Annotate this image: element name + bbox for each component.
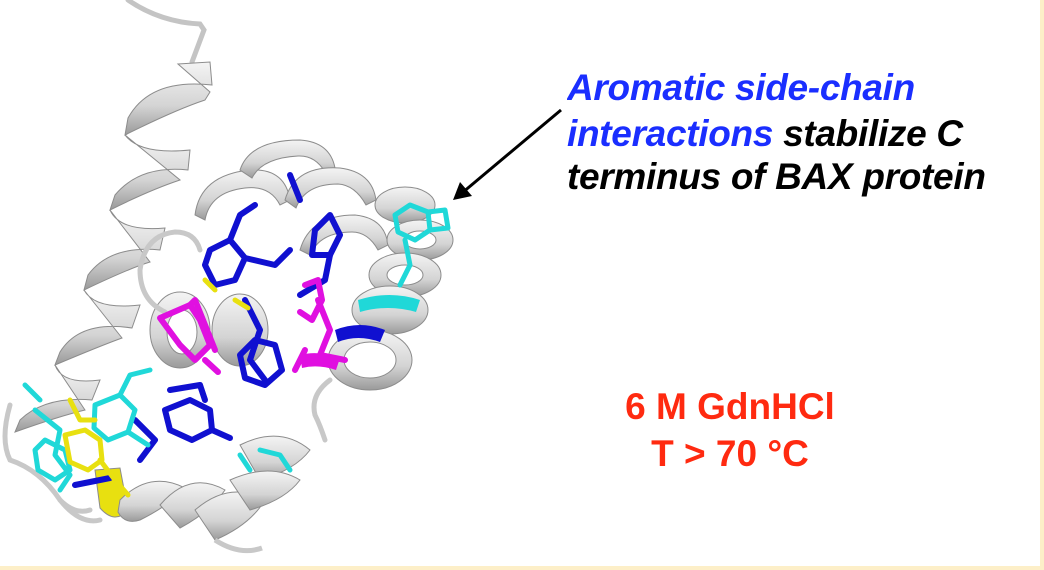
protein-structure-illustration [2,0,454,554]
side-chains-yellow [62,277,251,498]
helix-bottom [94,435,311,554]
side-chains-magenta [157,277,348,375]
denaturing-conditions: 6 M GdnHCl T > 70 °C [560,383,900,477]
annotation-highlight-aromatic: Aromatic side-chain [567,67,915,108]
side-chains-cyan [22,202,451,493]
annotation-stabilize-text: stabilize C [773,113,963,154]
annotation-line-3: terminus of BAX protein [567,153,1044,200]
annotation-line-2: interactions stabilize C [567,110,1044,157]
annotation-highlight-interactions: interactions [567,113,774,154]
frame-border-right [1040,0,1044,570]
annotation-line-1: Aromatic side-chain [567,64,1044,111]
conditions-gdnhcl: 6 M GdnHCl [625,386,835,427]
loop-top [125,0,207,65]
helix-top-center [194,139,389,256]
helix-left [14,61,213,433]
annotation-text: Aromatic side-chain interactions stabili… [567,64,1044,200]
side-chains-blue [72,172,343,488]
annotation-terminus-text: terminus of BAX protein [567,156,986,197]
frame-border-bottom [0,566,1044,570]
loops [2,229,333,524]
conditions-temperature: T > 70 °C [651,433,809,474]
